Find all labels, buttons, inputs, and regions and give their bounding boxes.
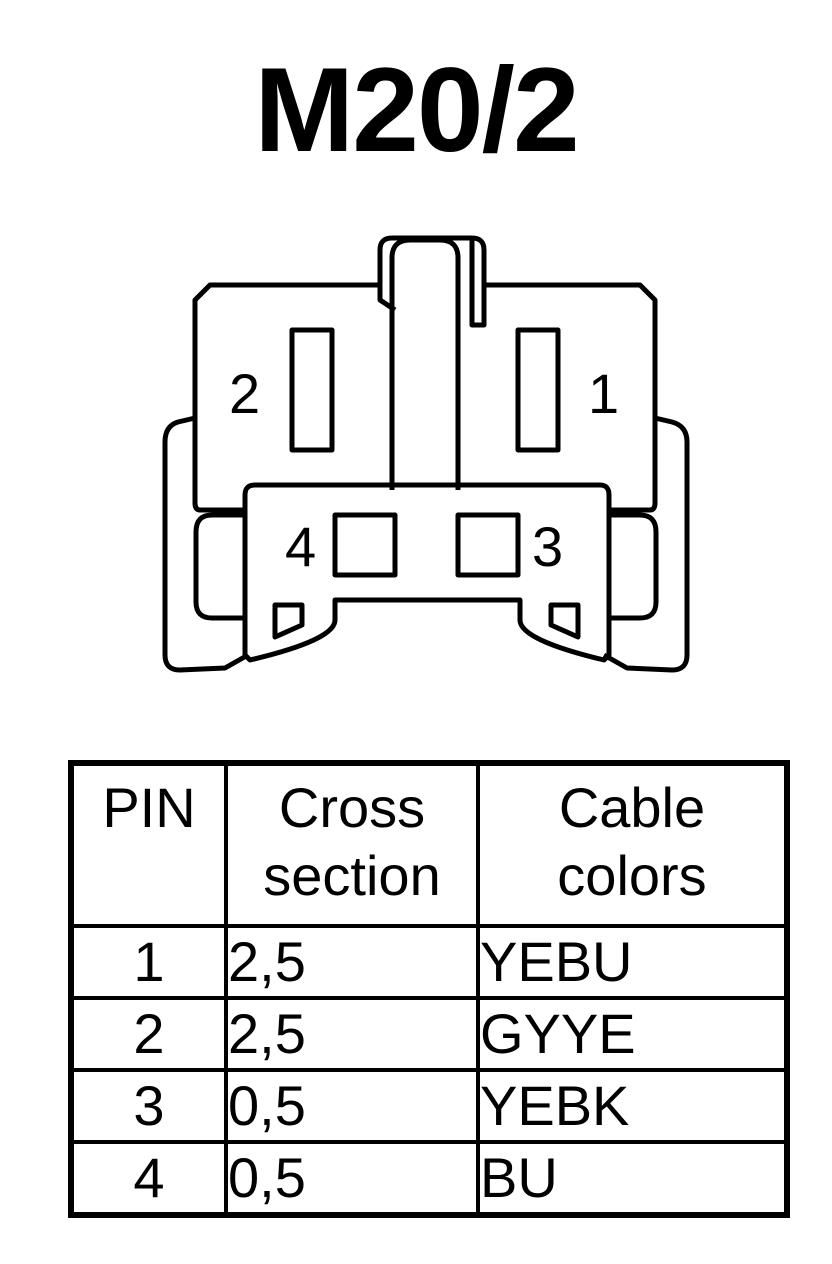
table-row: 2 2,5 GYYE <box>69 996 789 1072</box>
right-latch-triangle <box>548 602 581 640</box>
diagram-title: M20/2 <box>254 43 580 177</box>
pin-slot-4 <box>332 512 398 578</box>
right-pad <box>609 512 659 621</box>
latch-side-left <box>377 286 397 313</box>
cable-color-cell: GYYE <box>476 996 789 1072</box>
cross-section-cell: 2,5 <box>224 996 480 1072</box>
table-row: 3 0,5 YEBK <box>69 1068 789 1144</box>
upper-housing <box>192 235 658 513</box>
cable-color-cell: BU <box>476 1140 789 1217</box>
cable-color-cell: YEBU <box>476 924 789 1000</box>
right-flange <box>602 415 690 673</box>
pin-cell: 2 <box>69 996 228 1072</box>
cable-color-cell: YEBK <box>476 1068 789 1144</box>
pin-cell: 1 <box>69 924 228 1000</box>
connector-drawing: 2 1 4 3 <box>162 235 690 673</box>
cross-section-cell: 0,5 <box>224 1068 480 1144</box>
pin-label-1: 1 <box>588 362 619 425</box>
pin-label-2: 2 <box>229 362 260 425</box>
cross-section-cell: 0,5 <box>224 1140 480 1217</box>
pin-cell: 3 <box>69 1068 228 1144</box>
lower-housing <box>242 482 612 663</box>
left-pad <box>193 512 243 621</box>
pin-label-3: 3 <box>532 515 563 578</box>
table-row: 1 2,5 YEBU <box>69 924 789 1000</box>
pin-label-4: 4 <box>285 515 316 578</box>
header-pin: PIN <box>69 761 228 928</box>
latch-tongue <box>389 237 461 490</box>
left-flange <box>162 415 250 673</box>
pin-slot-3 <box>455 512 521 578</box>
cross-section-cell: 2,5 <box>224 924 480 1000</box>
pin-cell: 4 <box>69 1140 228 1217</box>
left-latch-triangle <box>272 602 305 640</box>
latch-side-right <box>469 238 487 328</box>
pin-slot-2 <box>289 327 335 453</box>
pin-slot-1 <box>515 327 561 453</box>
table-row: 4 0,5 BU <box>69 1140 789 1217</box>
